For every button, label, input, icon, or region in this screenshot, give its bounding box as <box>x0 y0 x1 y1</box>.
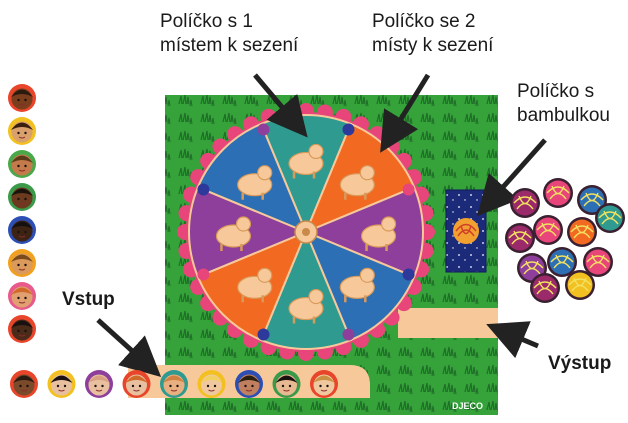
label-pompom-line2: bambulkou <box>517 105 610 126</box>
arrow-two-seats <box>380 73 431 153</box>
seat-figure-horse <box>237 165 273 200</box>
seat-marker <box>402 183 415 196</box>
player-token <box>122 370 151 398</box>
pompom-piece <box>565 270 595 300</box>
seat-marker <box>402 268 415 281</box>
exit-path <box>398 308 498 338</box>
seat-figure-rabbit <box>288 288 324 324</box>
player-token <box>8 216 36 244</box>
seat-figure-horse <box>360 216 397 251</box>
seat-marker <box>197 183 210 196</box>
label-two-seats-line2: místy k sezení <box>372 35 494 56</box>
player-token <box>8 315 36 343</box>
label-two-seats: Políčko se 2 místy k sezení <box>372 10 493 58</box>
label-entry: Vstup <box>62 289 115 310</box>
player-token <box>310 370 338 398</box>
player-token <box>47 370 76 398</box>
label-pompom-line1: Políčko s <box>517 81 595 102</box>
seat-figure-swan <box>339 165 375 200</box>
player-token <box>10 370 38 398</box>
pompom-piece <box>533 215 563 245</box>
player-token <box>8 150 36 178</box>
label-one-seat: Políčko s 1 místem k sezení <box>160 10 298 58</box>
player-token <box>272 370 301 398</box>
label-exit: Výstup <box>548 353 612 374</box>
pompom-piece <box>547 247 577 277</box>
label-pompom: Políčko s bambulkou <box>517 80 610 128</box>
player-token <box>197 370 226 398</box>
seat-figure-teapot <box>215 216 252 251</box>
player-token <box>8 282 36 310</box>
seat-marker <box>342 123 355 136</box>
arrow-entry <box>96 318 162 378</box>
seat-figure-dog <box>237 267 273 303</box>
arrow-one-seat <box>253 73 308 138</box>
pompom-piece <box>530 273 560 303</box>
wheel-segment <box>259 229 353 350</box>
pompom-piece <box>543 178 573 208</box>
player-token <box>8 84 36 112</box>
arrow-pompom <box>477 138 547 217</box>
seat-marker <box>257 328 270 341</box>
brand-logo: DJECO <box>452 401 483 411</box>
pompom-piece <box>517 253 547 283</box>
seat-figure-teacup <box>339 267 375 303</box>
player-token <box>8 249 36 277</box>
label-one-seat-line1: Políčko s 1 <box>160 11 253 32</box>
label-one-seat-line2: místem k sezení <box>160 35 299 56</box>
player-token <box>160 370 188 398</box>
label-two-seats-line1: Políčko se 2 <box>372 11 476 32</box>
pompom-piece <box>567 217 597 247</box>
arrow-exit <box>486 321 539 359</box>
pompom-piece <box>510 188 540 218</box>
pompom-piece <box>505 223 535 253</box>
seat-figure-cat <box>288 143 324 179</box>
player-token <box>235 370 263 398</box>
seat-marker <box>342 328 355 341</box>
seat-marker <box>257 123 270 136</box>
player-token <box>85 370 113 398</box>
seat-marker <box>197 268 210 281</box>
pompom-piece <box>595 203 625 233</box>
pompom-piece <box>583 247 613 277</box>
player-token <box>8 183 36 211</box>
player-token <box>8 117 36 145</box>
pompom-on-field <box>453 218 479 244</box>
